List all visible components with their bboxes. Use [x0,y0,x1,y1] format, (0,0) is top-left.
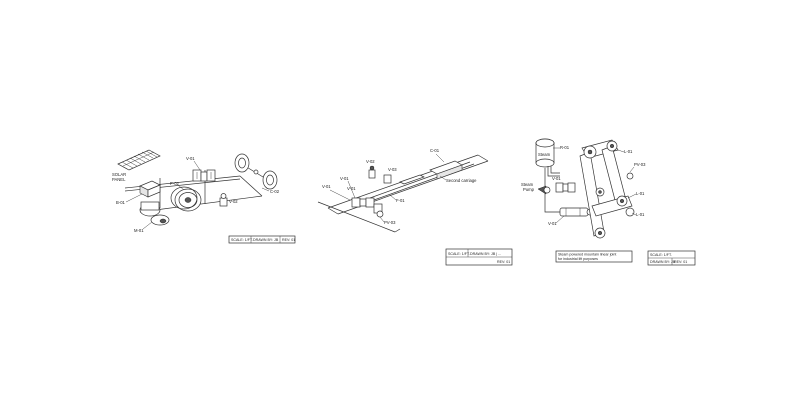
title-block-3 [647,250,696,266]
tb1-drawn: DRAWN BY: JB [253,238,279,242]
label-v01-b: V-01 [347,186,356,191]
label-pv03: PV-03 [384,220,396,225]
solar-panel [117,149,161,171]
valve-v02-panel2 [368,165,376,179]
steam-pump [537,185,551,195]
tb1-scale: SCALE: 1/FT. [231,238,253,242]
valve-v01-panel3 [555,182,576,193]
tb3-rev: REV: 01 [674,260,687,264]
label-v01-b-panel3: V-01 [548,221,557,226]
label-steam-tank: Steam [538,152,551,157]
panel-steam-joint: Steam R-01 Steam Pump V-01 [521,138,696,266]
label-c01: C-01 [430,148,440,153]
motor-m01 [139,201,170,226]
label-v01-a: V-01 [340,176,349,181]
label-v02-panel2: V-02 [366,159,375,164]
label-f01: F-01 [396,198,405,203]
label-p02: P-02 [170,181,180,186]
rail-track [317,154,489,233]
panel-solar-drive: SOLAR PANEL B-01 M-01 [112,149,296,244]
label-pv03-panel3: PV-03 [634,162,646,167]
cylinder [559,207,594,217]
label-v01-a-panel3: V-01 [552,176,561,181]
label-l01-a: L-01 [624,149,633,154]
axle-c02 [234,153,278,190]
label-steam-pump-line2: Pump [523,187,535,192]
tb2-scale: SCALE: 1/FT. [448,252,470,256]
valve-v02 [219,193,228,207]
solar-panel-label-line2: PANEL [112,177,126,182]
tb2-rev: REV: 01 [497,260,510,264]
note-block [555,250,633,263]
tb2-drawn: DRAWN BY: JB | ... [470,252,501,256]
steam-tank-r01 [535,138,555,168]
valve-v01 [192,169,216,182]
label-second-carriage: Second carriage [446,178,477,183]
solar-panel-label: SOLAR [112,172,126,177]
flywheel-p02 [170,186,202,212]
battery-b01 [139,180,161,198]
label-l01-c: L-01 [636,212,645,217]
label-v02: V-02 [229,199,238,204]
second-carriage [399,160,463,185]
valve-cluster [351,197,384,218]
note-line1: Steam powered mountain linear joint [558,253,616,257]
note-line2: for industrial lift purposes [558,257,598,261]
label-c02: C-02 [270,189,280,194]
tb3-drawn: DRAWN BY: JB [650,260,676,264]
label-m01: M-01 [134,228,144,233]
tb1-rev: REV: 01 [282,238,295,242]
label-r01: R-01 [560,145,570,150]
label-steam-pump: Steam [521,182,534,187]
valve-v03 [383,174,392,184]
panel-linear-carriage: Second carriage C-01 V-02 V-03 V-01 V-01… [317,148,513,266]
label-v01: V-01 [186,156,195,161]
steam-pipe [544,166,560,213]
label-b01: B-01 [116,200,126,205]
label-l01-b: L-01 [636,191,645,196]
linkage-arms [579,139,635,239]
label-v01-c: V-01 [322,184,331,189]
tb3-scale: SCALE: 1/FT. [650,253,672,257]
title-block-2 [445,248,513,266]
label-v03: V-03 [388,167,397,172]
title-block-1 [228,235,296,244]
